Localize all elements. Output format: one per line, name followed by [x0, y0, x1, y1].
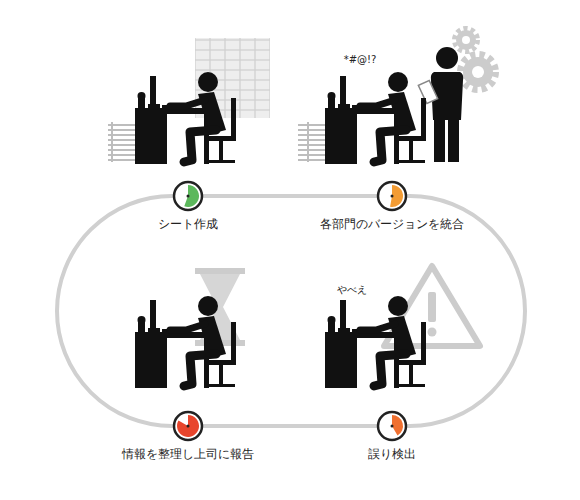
- desk-worker: [325, 296, 426, 388]
- step-label: 誤り検出: [368, 447, 416, 461]
- paper-stack: [108, 122, 136, 162]
- desk-worker: [135, 296, 236, 388]
- cycle-loop: [57, 196, 525, 426]
- exclamation-text: *#@!?: [344, 54, 377, 66]
- paper-stack: [298, 122, 326, 162]
- desk-worker: [135, 72, 236, 164]
- clock: [378, 182, 406, 210]
- step-label: 情報を整理し上司に報告: [122, 447, 254, 461]
- clock: [378, 412, 406, 440]
- step-label: 各部門のバージョンを統合: [320, 217, 464, 231]
- desk-worker: [325, 72, 426, 164]
- clock: [174, 182, 202, 210]
- clock: [174, 412, 202, 440]
- step-label: シート作成: [158, 217, 218, 231]
- speech-text: やべえ: [337, 284, 367, 296]
